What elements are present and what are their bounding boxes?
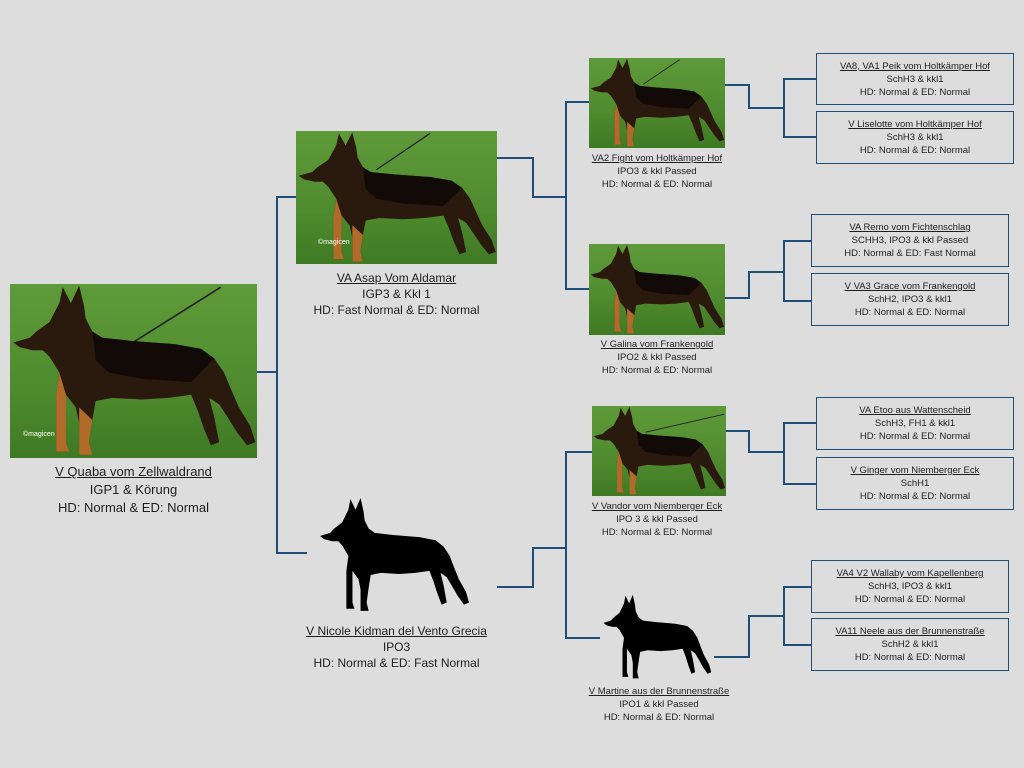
subject-dog-photo (10, 284, 257, 458)
great-grandparent-5-health: HD: Normal & ED: Normal (859, 431, 971, 442)
grandparent-2-titles: IPO2 & kkl Passed (617, 352, 697, 363)
grandparent-2-health: HD: Normal & ED: Normal (601, 365, 713, 376)
grandparent-3-caption: V Vandor vom Niemberger Eck IPO 3 & kkl … (567, 500, 747, 539)
dam-name: V Nicole Kidman del Vento Grecia (306, 624, 487, 638)
sire-caption: VA Asap Vom Aldamar IGP3 & Kkl 1 HD: Fas… (286, 270, 507, 318)
great-grandparent-2-titles: SchH3 & kkl1 (886, 132, 944, 143)
subject-health: HD: Normal & ED: Normal (58, 500, 209, 515)
great-grandparent-7-name: VA4 V2 Wallaby vom Kapellenberg (836, 568, 984, 579)
great-grandparent-7-health: HD: Normal & ED: Normal (854, 594, 966, 605)
grandparent-1-name: VA2 Fight vom Holtkämper Hof (591, 153, 723, 164)
subject-titles: IGP1 & Körung (89, 482, 178, 497)
grandparent-1-health: HD: Normal & ED: Normal (601, 179, 713, 190)
great-grandparent-2-card: V Liselotte vom Holtkämper Hof SchH3 & k… (816, 111, 1014, 164)
great-grandparent-2-health: HD: Normal & ED: Normal (859, 145, 971, 156)
great-grandparent-1-name: VA8, VA1 Peik vom Holtkämper Hof (839, 60, 991, 72)
grandparent-1-caption: VA2 Fight vom Holtkämper Hof IPO3 & kkl … (567, 152, 747, 191)
grandparent-3-name: V Vandor vom Niemberger Eck (591, 501, 723, 512)
dam-health: HD: Normal & ED: Fast Normal (313, 656, 480, 670)
grandparent-2-name: V Galina vom Frankengold (600, 339, 714, 350)
great-grandparent-3-titles: SCHH3, IPO3 & kkl Passed (851, 235, 969, 246)
subject-caption: V Quaba vom Zellwaldrand IGP1 & Körung H… (10, 463, 257, 517)
great-grandparent-5-name: VA Etoo aus Wattenscheid (859, 405, 971, 416)
grandparent-1-dog-photo (589, 58, 725, 148)
great-grandparent-1-card: VA8, VA1 Peik vom Holtkämper Hof SchH3 &… (816, 53, 1014, 105)
great-grandparent-8-card: VA11 Neele aus der Brunnenstraße SchH2 &… (811, 618, 1009, 671)
great-grandparent-6-card: V Ginger vom Niemberger Eck SchH1 HD: No… (816, 457, 1014, 510)
dam-caption: V Nicole Kidman del Vento Grecia IPO3 HD… (276, 623, 517, 671)
great-grandparent-8-name: VA11 Neele aus der Brunnenstraße (835, 626, 985, 637)
dam-dog-silhouette (318, 497, 470, 613)
great-grandparent-6-name: V Ginger vom Niemberger Eck (850, 465, 980, 476)
great-grandparent-4-card: V VA3 Grace vom Frankengold SchH2, IPO3 … (811, 273, 1009, 326)
great-grandparent-3-health: HD: Normal & ED: Fast Normal (844, 248, 976, 259)
grandparent-3-health: HD: Normal & ED: Normal (601, 527, 713, 538)
grandparent-4-dog-silhouette (602, 594, 712, 680)
great-grandparent-2-name: V Liselotte vom Holtkämper Hof (848, 119, 982, 130)
sire-name: VA Asap Vom Aldamar (336, 271, 457, 285)
dam-titles: IPO3 (382, 640, 411, 654)
great-grandparent-8-titles: SchH2 & kkl1 (881, 639, 939, 650)
sire-photo-watermark: ©magicen (318, 239, 350, 246)
grandparent-2-dog-photo (589, 244, 725, 335)
great-grandparent-7-card: VA4 V2 Wallaby vom Kapellenberg SchH3, I… (811, 560, 1009, 613)
grandparent-4-health: HD: Normal & ED: Normal (603, 712, 715, 723)
great-grandparent-3-card: VA Remo vom Fichtenschlag SCHH3, IPO3 & … (811, 214, 1009, 267)
great-grandparent-5-titles: SchH3, FH1 & kkl1 (874, 418, 956, 429)
grandparent-3-titles: IPO 3 & kkl Passed (616, 514, 698, 525)
great-grandparent-6-titles: SchH1 (900, 478, 930, 489)
grandparent-1-titles: IPO3 & kkl Passed (617, 166, 697, 177)
grandparent-4-name: V Martine aus der Brunnenstraße (588, 686, 730, 697)
grandparent-3-dog-photo (592, 406, 726, 496)
great-grandparent-6-health: HD: Normal & ED: Normal (859, 491, 971, 502)
great-grandparent-7-titles: SchH3, IPO3 & kkl1 (868, 581, 952, 592)
subject-photo-watermark: ©magicen (23, 431, 55, 438)
sire-titles: IGP3 & Kkl 1 (362, 287, 431, 301)
great-grandparent-1-health: HD: Normal & ED: Normal (859, 86, 971, 98)
great-grandparent-3-name: VA Remo vom Fichtenschlag (849, 222, 971, 233)
subject-name: V Quaba vom Zellwaldrand (55, 464, 212, 479)
grandparent-4-caption: V Martine aus der Brunnenstraße IPO1 & k… (564, 685, 754, 724)
great-grandparent-4-titles: SchH2, IPO3 & kkl1 (868, 294, 952, 305)
great-grandparent-1-titles: SchH3 & kkl1 (886, 73, 944, 85)
sire-dog-photo (296, 131, 497, 264)
grandparent-4-titles: IPO1 & kkl Passed (619, 699, 699, 710)
grandparent-2-caption: V Galina vom Frankengold IPO2 & kkl Pass… (567, 338, 747, 377)
sire-health: HD: Fast Normal & ED: Normal (313, 303, 480, 317)
great-grandparent-5-card: VA Etoo aus Wattenscheid SchH3, FH1 & kk… (816, 397, 1014, 450)
great-grandparent-8-health: HD: Normal & ED: Normal (854, 652, 966, 663)
great-grandparent-4-health: HD: Normal & ED: Normal (854, 307, 966, 318)
great-grandparent-4-name: V VA3 Grace vom Frankengold (844, 281, 976, 292)
